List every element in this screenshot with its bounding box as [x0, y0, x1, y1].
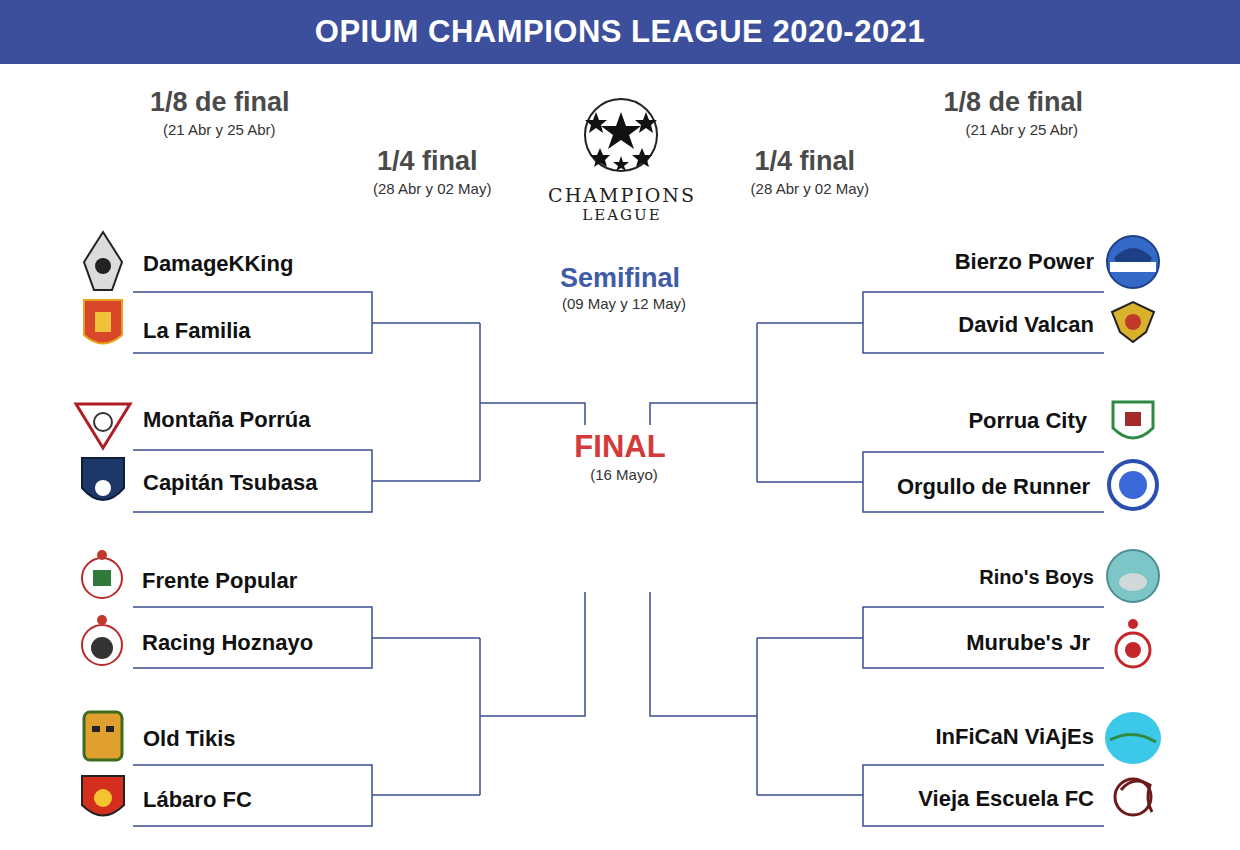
round-heading: Semifinal: [560, 263, 680, 294]
logo-text: CHAMPIONS: [548, 185, 696, 207]
team-name: Murube's Jr: [966, 630, 1090, 655]
team-name: InFiCaN ViAjEs: [935, 724, 1094, 749]
bracket-lines: [133, 292, 1104, 826]
team-name: Capitán Tsubasa: [143, 470, 317, 495]
round-date: (28 Abr y 02 May): [751, 180, 869, 197]
round-heading: 1/8 de final: [150, 87, 290, 118]
team-logos: [76, 232, 1161, 816]
final-heading: FINAL: [574, 429, 665, 465]
round-heading: 1/4 final: [754, 146, 855, 177]
team-name: Vieja Escuela FC: [918, 786, 1094, 811]
team-name: Montaña Porrúa: [143, 407, 310, 432]
page-title: OPIUM CHAMPIONS LEAGUE 2020-2021: [0, 0, 1240, 64]
round-date: (16 Mayo): [590, 466, 658, 483]
round-date: (21 Abr y 25 Abr): [163, 121, 276, 138]
ball-logo: [585, 99, 657, 171]
round-date: (21 Abr y 25 Abr): [965, 121, 1078, 138]
title-bar: [0, 0, 1240, 64]
round-date: (28 Abr y 02 May): [373, 180, 491, 197]
team-name: Frente Popular: [142, 568, 297, 593]
team-name: La Familia: [143, 318, 251, 343]
team-name: DamageKKing: [143, 251, 293, 276]
team-name: Orgullo de Runner: [897, 474, 1090, 499]
team-name: Lábaro FC: [143, 787, 252, 812]
round-date: (09 May y 12 May): [562, 295, 686, 312]
team-name: Bierzo Power: [955, 249, 1094, 274]
round-heading: 1/8 de final: [943, 87, 1083, 118]
team-name: Racing Hoznayo: [142, 630, 313, 655]
team-name: Porrua City: [968, 408, 1087, 433]
team-name: David Valcan: [958, 312, 1094, 337]
team-name: Rino's Boys: [979, 566, 1094, 589]
logo-text: LEAGUE: [582, 207, 661, 224]
round-heading: 1/4 final: [377, 146, 478, 177]
team-name: Old Tikis: [143, 726, 236, 751]
